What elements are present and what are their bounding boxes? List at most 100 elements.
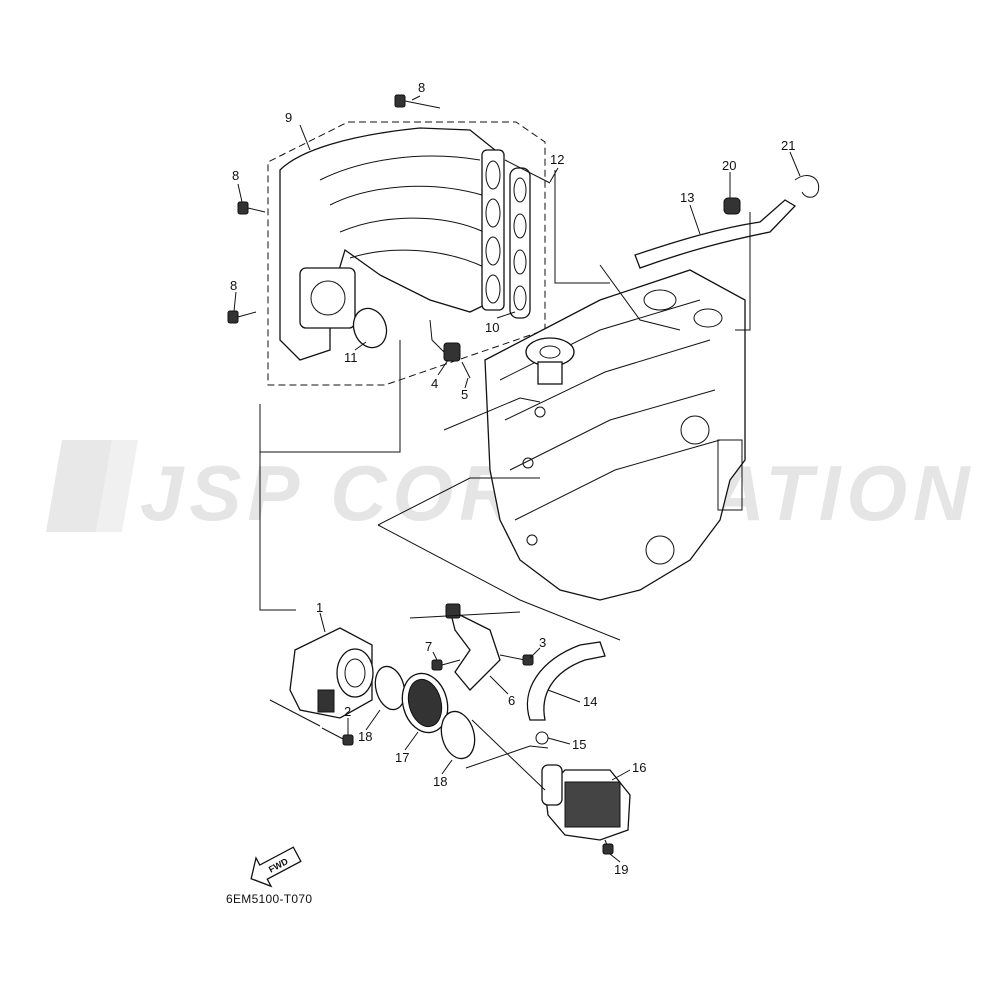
leader-14 <box>547 689 581 703</box>
manifold-outlet-flange <box>481 149 505 311</box>
throttle-bore <box>336 648 374 698</box>
block-side-panel <box>717 439 743 511</box>
callout-17: 17 <box>395 750 409 765</box>
screw-2-head <box>342 734 354 746</box>
leader-11 <box>354 341 367 351</box>
manifold-outlet-port-4 <box>485 274 501 304</box>
leader-8-top <box>411 95 421 101</box>
bolt-8-middle <box>237 201 266 215</box>
bolt-3-shank <box>499 654 526 661</box>
callout-18-upper: 18 <box>358 729 372 744</box>
engine-block-edge-2 <box>504 339 711 421</box>
cam-pulley-1 <box>643 289 677 311</box>
callout-18-lower: 18 <box>433 774 447 789</box>
o-ring-18-upper <box>374 665 406 711</box>
line-throttle-bracket <box>409 611 521 619</box>
leader-8-lower <box>233 291 237 312</box>
line-silencer-link-2 <box>471 719 546 791</box>
leader-18-upper <box>365 709 381 731</box>
diagram-reference-code: 6EM5100-T070 <box>226 892 313 906</box>
bolt-8-lower-shank <box>237 311 257 318</box>
callout-10: 10 <box>485 320 499 335</box>
leader-21 <box>789 151 801 177</box>
callout-14: 14 <box>583 694 597 709</box>
block-bolt-hole-1 <box>534 406 546 418</box>
leader-16 <box>611 769 631 781</box>
throttle-plate <box>344 658 366 688</box>
callout-19: 19 <box>614 862 628 877</box>
callout-8-middle: 8 <box>232 168 239 183</box>
o-ring-18-lower <box>440 710 476 760</box>
leader-13 <box>689 204 701 235</box>
line-manifold-to-sensor <box>429 319 445 353</box>
crank-gear <box>537 361 563 385</box>
intake-manifold-group <box>227 94 551 386</box>
manifold-throttle-flange <box>299 267 356 329</box>
manifold-outlet-port-1 <box>485 160 501 190</box>
fwd-arrow-shape <box>250 846 302 888</box>
gasket-hole-1 <box>513 177 527 203</box>
block-bolt-hole-3 <box>526 534 538 546</box>
leader-4 <box>437 359 449 376</box>
callout-21: 21 <box>781 138 795 153</box>
manifold-outlet-port-2 <box>485 198 501 228</box>
bolt-19-head <box>602 843 614 855</box>
leader-10 <box>496 311 516 319</box>
leader-9 <box>299 124 311 151</box>
hose-clip-15 <box>535 731 549 745</box>
silencer-inlet-neck <box>541 764 563 806</box>
callout-9: 9 <box>285 110 292 125</box>
callout-11: 11 <box>344 350 358 365</box>
clamp-20 <box>723 197 741 215</box>
callout-15: 15 <box>572 737 586 752</box>
callout-7: 7 <box>425 639 432 654</box>
silencer-screen <box>564 781 621 828</box>
callout-13: 13 <box>680 190 694 205</box>
bolt-8-lower-head <box>227 310 239 324</box>
engine-block-body <box>484 269 746 601</box>
callout-8-lower: 8 <box>230 278 237 293</box>
block-port-1 <box>680 415 710 445</box>
gasket-hole-2 <box>513 213 527 239</box>
callout-12: 12 <box>550 152 564 167</box>
throttle-sensor <box>317 689 335 713</box>
hose-13 <box>634 199 797 269</box>
leader-8-middle <box>237 183 243 203</box>
cam-pulley-2 <box>693 308 723 328</box>
block-port-2 <box>645 535 675 565</box>
watermark-logo-bar-2 <box>96 440 138 532</box>
line-silencer-link-1 <box>465 745 549 769</box>
bolt-7-head <box>431 659 443 671</box>
assembly-lines <box>233 95 801 863</box>
throttle-body-group <box>289 603 534 760</box>
callout-3: 3 <box>539 635 546 650</box>
line-block-link-2 <box>443 397 541 431</box>
leader-15 <box>547 737 571 745</box>
bolt-8-top-shank <box>404 100 441 109</box>
bolt-8-middle-shank <box>247 207 266 213</box>
callout-20: 20 <box>722 158 736 173</box>
bolt-8-top-head <box>394 94 406 108</box>
stud-12 <box>504 159 551 184</box>
leader-19 <box>609 853 621 863</box>
manifold-gasket <box>509 167 531 319</box>
bolt-8-lower <box>227 310 257 324</box>
manifold-group-outline <box>267 121 546 386</box>
fwd-arrow: FWD <box>250 846 302 888</box>
bolt-8-middle-head <box>237 201 249 215</box>
line-manifold-to-throttle-right <box>260 340 401 453</box>
sensor-4 <box>443 342 461 362</box>
leader-12 <box>549 167 559 183</box>
leader-1 <box>319 612 326 633</box>
callout-1: 1 <box>316 600 323 615</box>
line-stud-to-block <box>554 170 610 284</box>
manifold-runner-1 <box>319 155 481 181</box>
line-block-top <box>599 264 681 331</box>
manifold-outlet-port-3 <box>485 236 501 266</box>
line-throttle-screw <box>269 699 321 727</box>
leader-17 <box>404 731 419 751</box>
engine-block-edge-3 <box>509 389 716 471</box>
leader-7 <box>432 651 438 661</box>
bracket-6 <box>449 608 501 691</box>
